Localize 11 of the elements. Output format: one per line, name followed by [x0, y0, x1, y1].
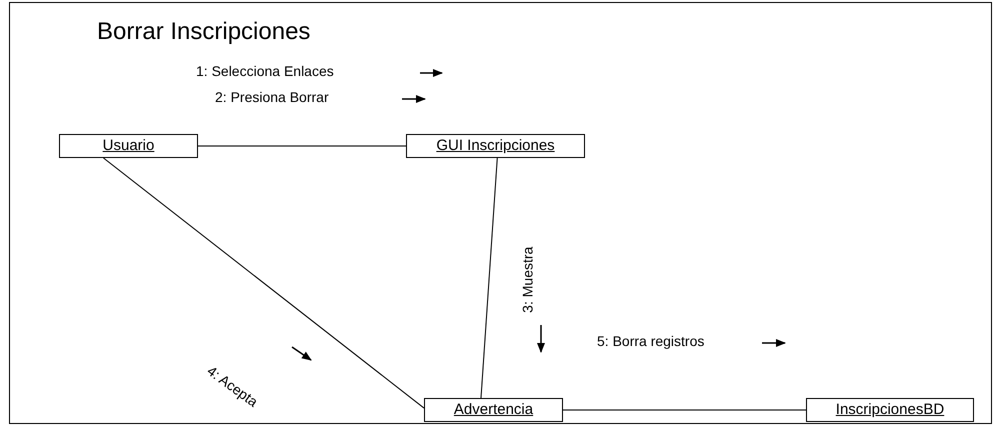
object-box: InscripcionesBD — [806, 398, 974, 422]
message-label: 5: Borra registros — [597, 333, 704, 350]
object-box: Usuario — [59, 134, 198, 158]
message-label: 2: Presiona Borrar — [215, 89, 329, 106]
message-label: 3: Muestra — [519, 246, 536, 313]
object-box: GUI Inscripciones — [406, 134, 585, 158]
diagram-title: Borrar Inscripciones — [97, 17, 310, 47]
connector-line — [480, 158, 498, 398]
message-label: 1: Selecciona Enlaces — [196, 63, 334, 80]
connector-line — [102, 158, 424, 409]
object-box: Advertencia — [424, 398, 563, 422]
